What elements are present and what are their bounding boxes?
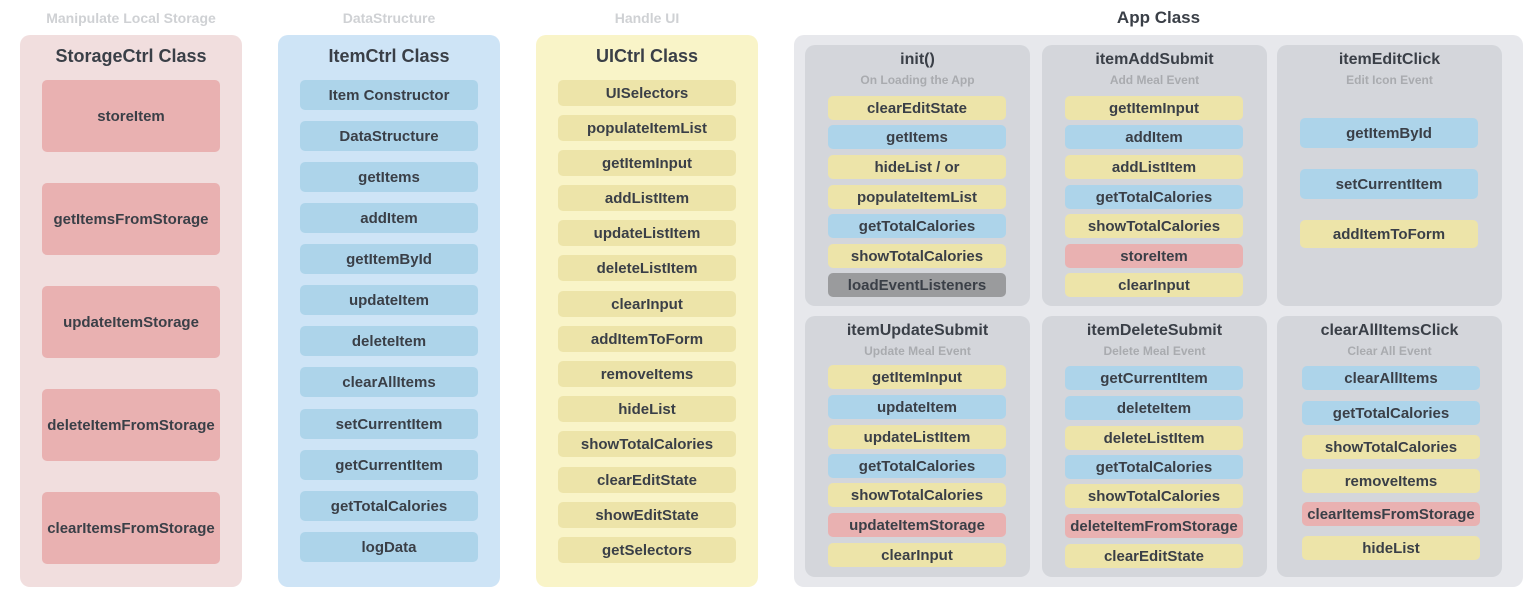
uictrl-method-box: removeItems [558,361,736,387]
itemctrl-method-box: setCurrentItem [300,409,478,439]
clear-all-items-click-card: clearAllItemsClick Clear All Event clear… [1277,316,1502,577]
item-edit-click-card: itemEditClick Edit Icon Event getItemByI… [1277,45,1502,306]
itemctrl-method-box: DataStructure [300,121,478,151]
uictrl-panel: UICtrl Class UISelectors populateItemLis… [536,35,758,587]
app-method-box: populateItemList [828,185,1006,209]
storage-method-box: deleteItemFromStorage [42,389,220,461]
app-method-box: addItem [1065,125,1243,149]
app-method-box: getTotalCalories [828,214,1006,238]
app-method-box: getItems [828,125,1006,149]
itemctrl-method-box: deleteItem [300,326,478,356]
app-method-box: updateItemStorage [828,513,1006,537]
app-column-caption: App Class [1116,8,1201,27]
app-method-box: getItemInput [1065,96,1243,120]
app-panel: init() On Loading the App clearEditState… [794,35,1523,587]
app-method-box: deleteListItem [1065,426,1243,450]
app-method-box: showTotalCalories [1065,484,1243,508]
app-method-box: hideList [1302,536,1480,560]
itemctrl-method-box: Item Constructor [300,80,478,110]
storagectrl-title: StorageCtrl Class [55,46,207,66]
storage-method-box: storeItem [42,80,220,152]
itemctrl-panel: ItemCtrl Class Item Constructor DataStru… [278,35,500,587]
card-subtitle: Delete Meal Event [1103,344,1206,358]
app-method-box: deleteItemFromStorage [1065,514,1243,538]
app-method-box: addListItem [1065,155,1243,179]
app-method-box: clearEditState [1065,544,1243,568]
itemctrl-method-box: logData [300,532,478,562]
storage-method-box: clearItemsFromStorage [42,492,220,564]
card-subtitle: Clear All Event [1347,344,1432,358]
app-method-box: getTotalCalories [1065,455,1243,479]
itemctrl-column-caption: DataStructure [342,10,436,26]
storage-column-caption: Manipulate Local Storage [46,10,216,26]
app-method-box: clearItemsFromStorage [1302,502,1480,526]
app-method-box: getTotalCalories [1302,401,1480,425]
itemctrl-method-box: getItemById [300,244,478,274]
card-subtitle: Update Meal Event [864,344,971,358]
item-update-submit-card: itemUpdateSubmit Update Meal Event getIt… [805,316,1030,577]
uictrl-method-box: getItemInput [558,150,736,176]
uictrl-method-box: clearEditState [558,467,736,493]
app-method-box: getItemInput [828,365,1006,389]
uictrl-method-box: getSelectors [558,537,736,563]
app-method-box: deleteItem [1065,396,1243,420]
item-add-submit-card: itemAddSubmit Add Meal Event getItemInpu… [1042,45,1267,306]
storage-method-box: updateItemStorage [42,286,220,358]
storage-method-box: getItemsFromStorage [42,183,220,255]
card-title: itemDeleteSubmit [1086,322,1223,339]
card-subtitle: On Loading the App [860,73,975,87]
app-method-box: hideList / or [828,155,1006,179]
app-method-box: getTotalCalories [828,454,1006,478]
card-title: itemAddSubmit [1095,51,1214,68]
app-method-box: showTotalCalories [828,244,1006,268]
card-subtitle: Edit Icon Event [1346,73,1433,87]
itemctrl-method-box: getTotalCalories [300,491,478,521]
app-method-box: updateListItem [828,425,1006,449]
item-delete-submit-card: itemDeleteSubmit Delete Meal Event getCu… [1042,316,1267,577]
app-method-box: clearAllItems [1302,366,1480,390]
uictrl-method-box: hideList [558,396,736,422]
app-method-box: loadEventListeners [828,273,1006,297]
uictrl-title: UICtrl Class [595,46,699,66]
itemctrl-method-box: getCurrentItem [300,450,478,480]
uictrl-method-box: addItemToForm [558,326,736,352]
app-method-box: getTotalCalories [1065,185,1243,209]
card-title: itemEditClick [1338,51,1441,68]
uictrl-method-box: addListItem [558,185,736,211]
itemctrl-method-box: getItems [300,162,478,192]
itemctrl-title: ItemCtrl Class [328,46,450,66]
app-method-box: addItemToForm [1300,220,1478,248]
app-method-box: clearInput [1065,273,1243,297]
init-card: init() On Loading the App clearEditState… [805,45,1030,306]
itemctrl-method-box: clearAllItems [300,367,478,397]
storagectrl-panel: StorageCtrl Class storeItem getItemsFrom… [20,35,242,587]
app-method-box: clearInput [828,543,1006,567]
app-method-box: showTotalCalories [1302,435,1480,459]
app-method-box: showTotalCalories [1065,214,1243,238]
uictrl-method-box: clearInput [558,291,736,317]
app-method-box: clearEditState [828,96,1006,120]
uictrl-method-box: UISelectors [558,80,736,106]
card-title: init() [900,51,935,68]
app-method-box: updateItem [828,395,1006,419]
uictrl-method-box: updateListItem [558,220,736,246]
itemctrl-method-box: updateItem [300,285,478,315]
card-subtitle: Add Meal Event [1109,73,1200,87]
app-method-box: showTotalCalories [828,483,1006,507]
uictrl-method-box: showTotalCalories [558,431,736,457]
app-method-box: removeItems [1302,469,1480,493]
card-title: itemUpdateSubmit [846,322,989,339]
app-method-box: setCurrentItem [1300,169,1478,199]
app-method-box: getItemById [1300,118,1478,148]
app-method-box: getCurrentItem [1065,366,1243,390]
app-method-box: storeItem [1065,244,1243,268]
card-title: clearAllItemsClick [1320,322,1459,339]
uictrl-method-box: populateItemList [558,115,736,141]
uictrl-column-caption: Handle UI [614,10,680,26]
uictrl-method-box: deleteListItem [558,255,736,281]
uictrl-method-box: showEditState [558,502,736,528]
itemctrl-method-box: addItem [300,203,478,233]
